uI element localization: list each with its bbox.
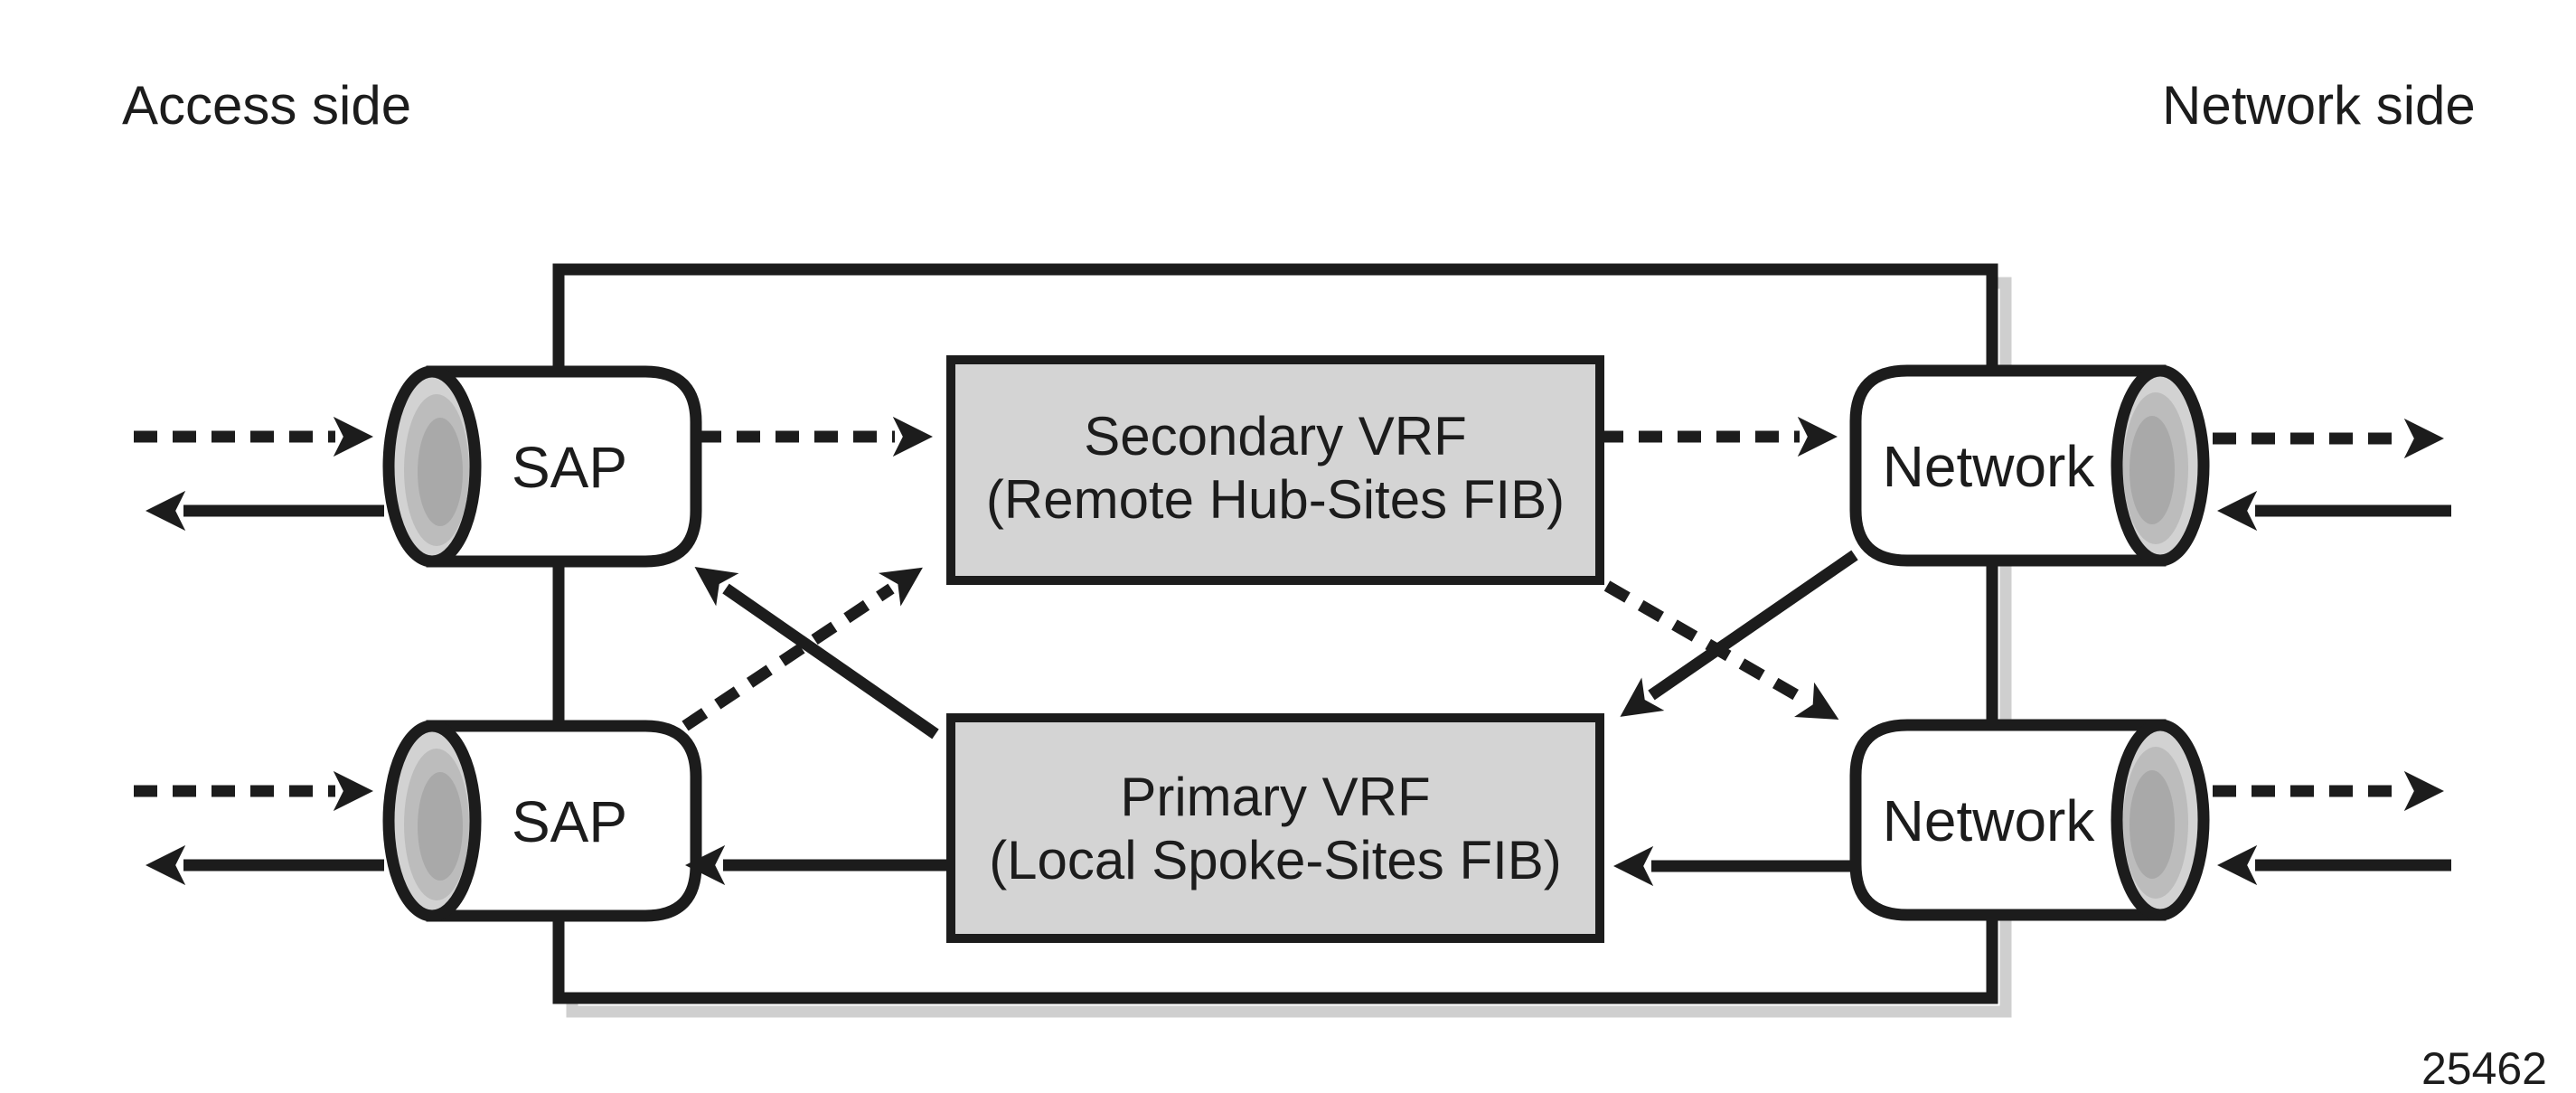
secondary-vrf-box: Secondary VRF (Remote Hub-Sites FIB) <box>946 355 1604 585</box>
primary-vrf-rect <box>946 713 1604 943</box>
secondary-vrf-title: Secondary VRF <box>1084 406 1467 466</box>
network-port-bottom: Network <box>1849 719 2210 921</box>
sap-port-bottom: SAP <box>382 720 702 922</box>
access-side-label: Access side <box>122 75 411 136</box>
secondary-vrf-subtitle: (Remote Hub-Sites FIB) <box>986 469 1565 530</box>
primary-vrf-subtitle: (Local Spoke-Sites FIB) <box>989 830 1562 890</box>
secondary-vrf-rect <box>946 355 1604 585</box>
figure-number: 25462 <box>2421 1043 2547 1093</box>
primary-vrf-box: Primary VRF (Local Spoke-Sites FIB) <box>946 713 1604 943</box>
network-bottom-cap-ring-inner <box>2129 770 2175 879</box>
arrow-dashed-sap-bottom-to-secondary-vrf <box>682 567 923 731</box>
network-side-label: Network side <box>2162 75 2476 136</box>
network-top-label: Network <box>1883 434 2096 499</box>
network-bottom-label: Network <box>1883 788 2096 853</box>
arrow-solid-network-top-to-primary-vrf <box>1620 550 1858 717</box>
network-port-top: Network <box>1849 364 2210 567</box>
network-top-cylinder-body <box>1849 364 2167 567</box>
arrow-solid-primary-vrf-to-sap-top <box>694 567 939 740</box>
sap-top-cylinder-body <box>426 365 702 568</box>
traffic-arrows <box>134 416 2451 887</box>
sap-bottom-label: SAP <box>512 789 627 854</box>
primary-vrf-title: Primary VRF <box>1120 767 1430 827</box>
sap-top-cap-ring-inner <box>418 418 463 526</box>
sap-top-label: SAP <box>512 435 627 500</box>
network-top-cap-ring-inner <box>2129 416 2175 524</box>
sap-port-top: SAP <box>382 365 702 568</box>
sap-bottom-cap-ring-inner <box>418 772 463 881</box>
